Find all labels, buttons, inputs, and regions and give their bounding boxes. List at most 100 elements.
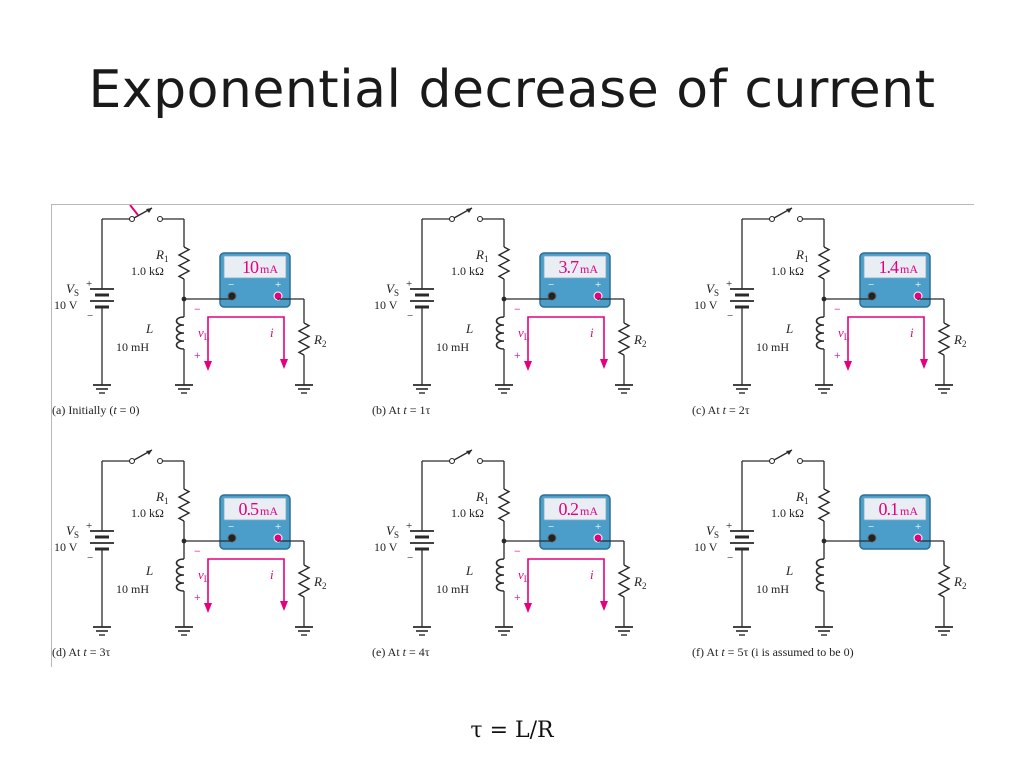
ground-symbol (175, 379, 193, 394)
inductor-value: 10 mH (436, 582, 469, 596)
inductor-label: L (785, 563, 793, 578)
switch-contact (156, 457, 164, 465)
switch (102, 204, 184, 223)
current-loop (527, 558, 605, 607)
switch-contact (796, 215, 804, 223)
caption-letter: (c) (692, 403, 708, 417)
vl-plus: + (194, 348, 201, 362)
caption-tail: = 1τ (407, 403, 431, 417)
caption-tail: = 4τ (406, 645, 430, 659)
ground-symbol (935, 621, 953, 636)
battery-symbol (90, 288, 114, 309)
battery-minus: − (407, 310, 413, 322)
symbol-subscript: 1 (164, 254, 169, 264)
r2-label: R2 (313, 574, 326, 591)
current-arrowhead (204, 361, 212, 371)
ground-symbol (413, 621, 431, 636)
inductor-coil (175, 558, 185, 592)
symbol-letter: R (313, 332, 322, 347)
switch-contact (768, 457, 776, 465)
caption-text: At (68, 645, 83, 659)
caption-tail: = 0) (117, 403, 140, 417)
symbol-letter: L (465, 321, 473, 336)
ammeter-unit: mA (260, 504, 278, 518)
vl-label: vL (838, 325, 849, 342)
switch-arrow (146, 208, 152, 213)
ammeter-display (223, 255, 287, 279)
symbol-subscript: 1 (804, 254, 809, 264)
battery-plus: + (406, 520, 412, 532)
ammeter-minus: − (548, 279, 554, 291)
r1-value: 1.0 kΩ (131, 506, 164, 520)
vl-label: vL (518, 567, 529, 584)
symbol-subscript: 2 (322, 339, 327, 349)
vl-minus: − (194, 302, 201, 316)
panel-caption: (e) At t = 4τ (372, 645, 430, 659)
vl-label: vL (198, 567, 209, 584)
ground-symbol (733, 621, 751, 636)
panel-caption: (d) At t = 3τ (52, 645, 110, 659)
symbol-letter: v (198, 567, 204, 582)
symbol-letter: v (518, 567, 524, 582)
current-arrowhead (204, 603, 212, 613)
source-value: 10 V (54, 540, 78, 554)
caption-text: At (388, 403, 403, 417)
ground-symbol (175, 621, 193, 636)
inductor-coil (175, 316, 185, 350)
ground-symbol (815, 379, 833, 394)
ground-symbol (495, 379, 513, 394)
symbol-subscript: L (524, 574, 530, 584)
r2-label: R2 (633, 332, 646, 349)
current-indicator: vL−+i (194, 302, 288, 371)
caption-tail: = 3τ (87, 645, 111, 659)
symbol-letter: R (633, 332, 642, 347)
vl-minus: − (834, 302, 841, 316)
current-indicator: vL−+i (514, 302, 608, 371)
switch-arrow (146, 450, 152, 455)
panel-caption: (c) At t = 2τ (692, 403, 750, 417)
panel-caption: (b) At t = 1τ (372, 403, 430, 417)
source-value: 10 V (694, 298, 718, 312)
inductor-label: L (145, 563, 153, 578)
caption-letter: (d) (52, 645, 68, 659)
ammeter-minus: − (548, 521, 554, 533)
caption-variable: t (403, 403, 407, 417)
switch-contact (128, 457, 136, 465)
r1-value: 1.0 kΩ (451, 506, 484, 520)
r1-label: R1 (795, 247, 808, 264)
ammeter-unit: mA (260, 262, 278, 276)
ammeter-display (863, 255, 927, 279)
symbol-letter: R (795, 247, 804, 262)
ground-symbol (935, 379, 953, 394)
inductor-label: L (785, 321, 793, 336)
ground-symbol (413, 379, 431, 394)
current-label: i (590, 567, 594, 582)
symbol-letter: R (953, 574, 962, 589)
symbol-subscript: 2 (322, 581, 327, 591)
battery-plus: + (86, 520, 92, 532)
symbol-letter: R (795, 489, 804, 504)
switch-contact (796, 457, 804, 465)
caption-tail: = 2τ (726, 403, 750, 417)
symbol-subscript: S (394, 288, 399, 298)
ammeter-unit: mA (580, 504, 598, 518)
symbol-subscript: L (844, 332, 850, 342)
r2-label: R2 (313, 332, 326, 349)
r1-value: 1.0 kΩ (771, 506, 804, 520)
resistor-r1 (177, 488, 191, 522)
source-label: VS (386, 281, 399, 298)
switch-contact (476, 457, 484, 465)
symbol-letter: L (145, 563, 153, 578)
r2-label: R2 (953, 332, 966, 349)
symbol-letter: v (838, 325, 844, 340)
inductor-label: L (465, 563, 473, 578)
slide-title: Exponential decrease of current (88, 60, 936, 120)
r2-label: R2 (633, 574, 646, 591)
symbol-letter: V (386, 281, 396, 296)
ground-symbol (615, 379, 633, 394)
current-indicator: vL−+i (514, 544, 608, 613)
